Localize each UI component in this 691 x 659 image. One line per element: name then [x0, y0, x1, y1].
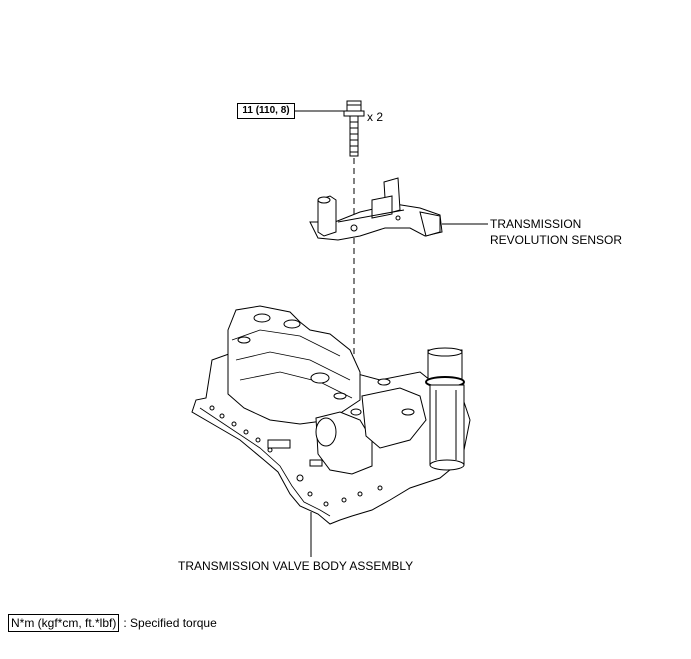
legend-units-box: N*m (kgf*cm, ft.*lbf) — [8, 614, 120, 632]
valve-body-label: TRANSMISSION VALVE BODY ASSEMBLY — [178, 559, 414, 573]
revolution-sensor — [309, 177, 443, 241]
valve-body-assembly — [191, 305, 471, 525]
sensor-label-line1: TRANSMISSION — [490, 217, 582, 231]
torque-legend: N*m (kgf*cm, ft.*lbf) : Specified torque — [8, 614, 217, 632]
torque-spec-box: 11 (110, 8) — [237, 103, 295, 119]
sensor-label-line2: REVOLUTION SENSOR — [490, 233, 623, 247]
legend-description: : Specified torque — [123, 616, 217, 630]
bolt — [343, 100, 365, 157]
vertical-solenoid — [425, 347, 465, 471]
bolt-quantity-label: x 2 — [367, 110, 384, 124]
